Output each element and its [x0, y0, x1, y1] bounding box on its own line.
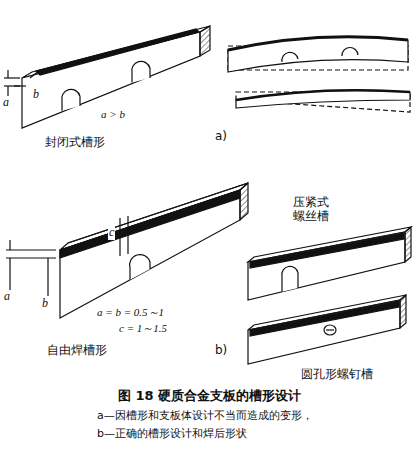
part-label: 自由焊槽形: [46, 344, 108, 358]
legend-note: a—因槽形和支板体设计不当而造成的变形，: [96, 410, 314, 423]
clamp-screw-bar: [248, 227, 411, 300]
free-weld-bar: [6, 183, 248, 318]
dimension-label: a: [2, 96, 10, 110]
closed-slot-bar: [4, 26, 210, 128]
round-hole-bar: [248, 295, 406, 364]
deformed-bar-a: [228, 37, 410, 112]
dimension-label: a = b = 0.5～1: [96, 306, 165, 319]
part-label: 封闭式槽形: [44, 136, 106, 150]
dimension-label: c: [108, 226, 115, 240]
part-label: 圆孔形螺钉槽: [300, 368, 374, 382]
part-label: b): [214, 344, 228, 358]
dimension-label: c = 1～1.5: [118, 322, 168, 335]
dimension-label: b: [41, 297, 49, 311]
dimension-label: a > b: [100, 108, 126, 121]
legend-note: b—正确的槽形设计和焊后形状: [96, 428, 248, 441]
figure-caption: 图 18 硬质合金支板的槽形设计: [117, 389, 302, 404]
dimension-label: b: [32, 88, 40, 102]
part-label: 压紧式 螺丝槽: [292, 196, 338, 224]
dimension-label: a: [3, 290, 11, 304]
part-label: a): [214, 130, 228, 144]
